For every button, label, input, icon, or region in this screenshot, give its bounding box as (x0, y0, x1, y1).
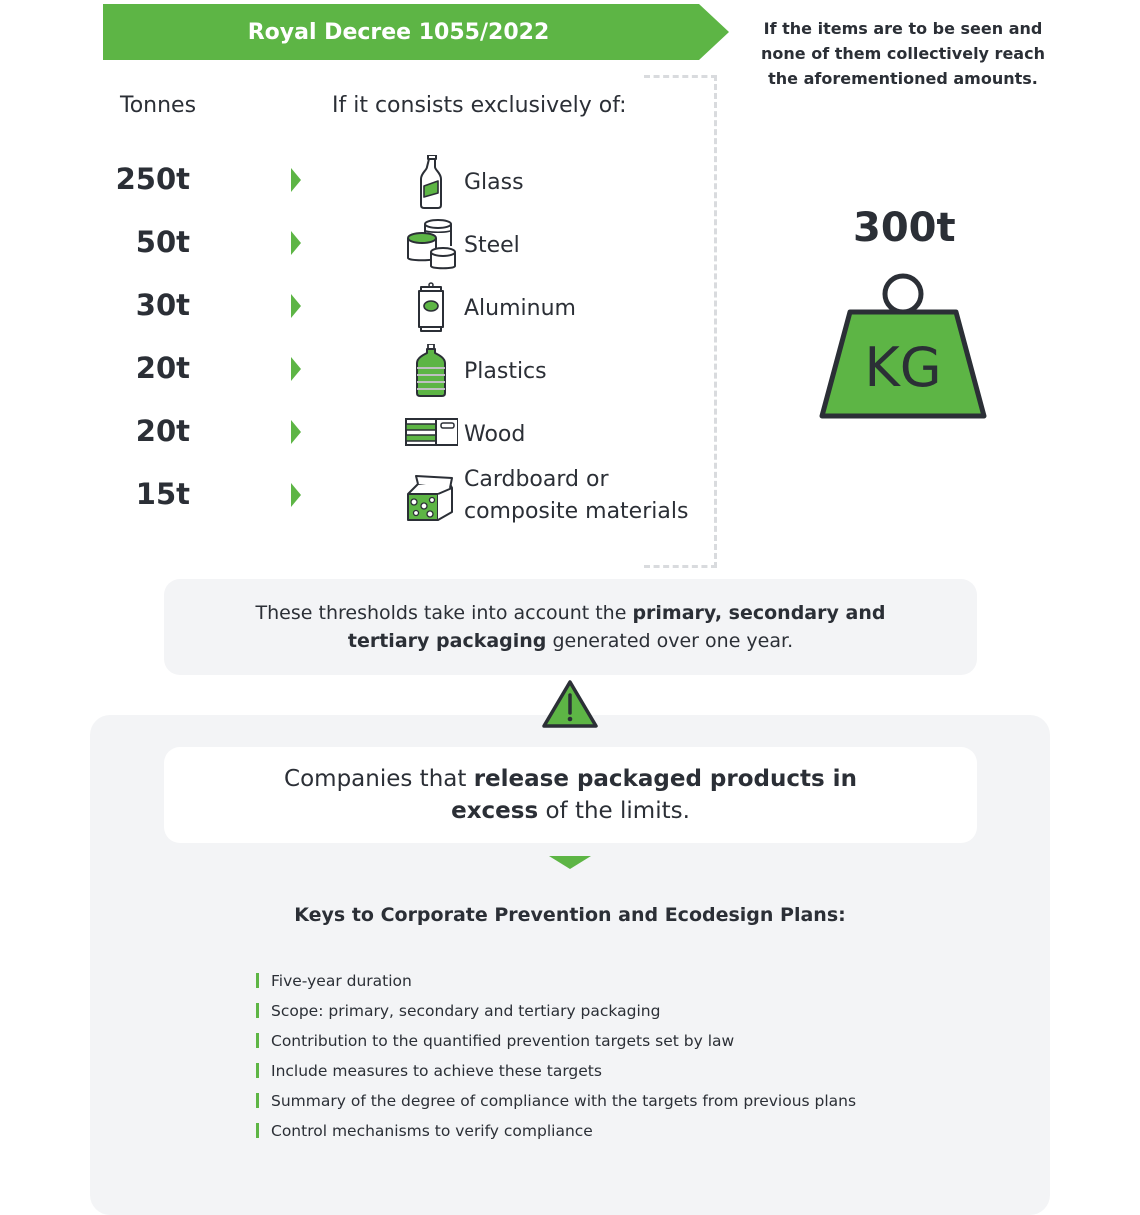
plastic-bottle-icon (416, 344, 446, 397)
thresholds-box: These thresholds take into account the p… (164, 579, 977, 675)
list-item: Five-year duration (256, 968, 856, 998)
material-label: Wood (464, 422, 526, 447)
keys-list: Five-year duration Scope: primary, secon… (256, 968, 856, 1148)
list-item-text: Five-year duration (271, 972, 412, 990)
tonnes-value: 15t (135, 477, 190, 511)
tonnes-value: 250t (115, 162, 190, 196)
companies-text-start: Companies that (284, 766, 474, 792)
list-item-text: Scope: primary, secondary and tertiary p… (271, 1002, 661, 1020)
tonnes-value: 50t (135, 225, 190, 259)
companies-text-end: of the limits. (538, 798, 690, 824)
companies-text-bold: release packaged products in excess (451, 766, 857, 824)
arrow-icon (291, 420, 301, 444)
material-row: 250t Glass (0, 155, 720, 209)
material-label: Plastics (464, 359, 547, 384)
material-row: 20t Wood (0, 407, 720, 457)
keys-title: Keys to Corporate Prevention and Ecodesi… (294, 904, 846, 926)
weight-value: 300t (853, 205, 956, 251)
warning-icon (542, 680, 598, 728)
wood-crate-icon (405, 418, 458, 446)
list-item-text: Summary of the degree of compliance with… (271, 1092, 857, 1110)
thresholds-text: These thresholds take into account the p… (214, 599, 927, 655)
glass-bottle-icon (420, 155, 442, 209)
weight-unit: KG (864, 336, 941, 399)
material-label: Cardboard or composite materials (464, 464, 688, 528)
consists-header: If it consists exclusively of: (332, 93, 627, 118)
bullet-bar-icon (256, 1093, 259, 1108)
arrow-icon (291, 357, 301, 381)
tonnes-header: Tonnes (120, 93, 197, 118)
thresholds-text-end: generated over one year. (546, 630, 794, 652)
down-arrow-icon (549, 856, 591, 869)
tonnes-value: 30t (135, 288, 190, 322)
companies-box: Companies that release packaged products… (164, 747, 977, 843)
steel-cans-icon (407, 219, 456, 270)
material-row: 30t Aluminum (0, 281, 720, 332)
material-row: 15t Cardboard or composite materials (0, 467, 720, 524)
list-item-text: Control mechanisms to verify compliance (271, 1122, 593, 1140)
list-item: Contribution to the quantified preventio… (256, 1028, 856, 1058)
material-label: Aluminum (464, 296, 576, 321)
bullet-bar-icon (256, 1123, 259, 1138)
arrow-icon (291, 168, 301, 192)
bullet-bar-icon (256, 1033, 259, 1048)
list-item-text: Include measures to achieve these target… (271, 1062, 602, 1080)
cardboard-box-icon (407, 475, 453, 521)
bullet-bar-icon (256, 1003, 259, 1018)
thresholds-text-start: These thresholds take into account the (255, 602, 633, 624)
tonnes-value: 20t (135, 414, 190, 448)
list-item: Summary of the degree of compliance with… (256, 1088, 856, 1118)
list-item-text: Contribution to the quantified preventio… (271, 1032, 735, 1050)
banner-title: Royal Decree 1055/2022 (247, 19, 550, 45)
arrow-icon (291, 294, 301, 318)
thresholds-text-bold: primary, secondary and tertiary packagin… (347, 602, 886, 652)
arrow-icon (291, 483, 301, 507)
material-row: 50t Steel (0, 218, 720, 270)
tonnes-value: 20t (135, 351, 190, 385)
aluminum-can-icon (418, 282, 444, 332)
arrow-icon (291, 231, 301, 255)
list-item: Include measures to achieve these target… (256, 1058, 856, 1088)
companies-text: Companies that release packaged products… (244, 763, 897, 827)
dashed-divider (644, 75, 717, 568)
bullet-bar-icon (256, 1063, 259, 1078)
material-label: Glass (464, 170, 524, 195)
material-label: Steel (464, 233, 520, 258)
material-row: 20t Plastics (0, 344, 720, 397)
material-label-line2: composite materials (464, 499, 689, 524)
royal-decree-banner: Royal Decree 1055/2022 (103, 4, 729, 60)
weight-icon: KG (819, 273, 987, 419)
list-item: Control mechanisms to verify compliance (256, 1118, 856, 1148)
note-text: If the items are to be seen and none of … (761, 19, 1045, 88)
material-label-line1: Cardboard or (464, 467, 609, 492)
bullet-bar-icon (256, 973, 259, 988)
list-item: Scope: primary, secondary and tertiary p… (256, 998, 856, 1028)
